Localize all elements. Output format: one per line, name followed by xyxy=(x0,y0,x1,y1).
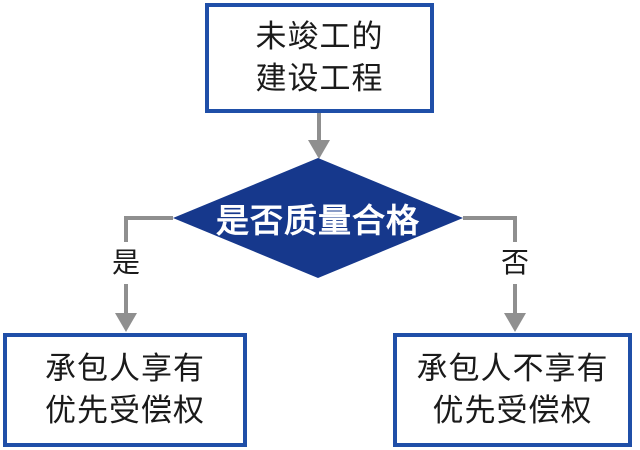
arrow-down-icon xyxy=(504,313,526,332)
node-text-line: 承包人不享有 xyxy=(416,351,609,387)
arrow-down-icon xyxy=(308,140,330,159)
node-text-line: 承包人享有 xyxy=(45,351,205,387)
node-text-line: 未竣工的 xyxy=(255,19,384,55)
branch-label-yes: 是 xyxy=(105,242,147,284)
node-unfinished-construction: 未竣工的 建设工程 xyxy=(205,3,434,113)
branch-label-no: 否 xyxy=(494,242,536,284)
node-text-line: 建设工程 xyxy=(255,61,384,97)
connector-no-horizontal xyxy=(463,216,516,220)
connector-yes-horizontal xyxy=(124,216,173,220)
node-text-line: 优先受偿权 xyxy=(432,393,593,429)
connector-start-to-decision xyxy=(317,113,321,142)
arrow-down-icon xyxy=(115,313,137,332)
node-text-line: 优先受偿权 xyxy=(45,393,205,429)
node-result-no-priority-right: 承包人不享有 优先受偿权 xyxy=(393,333,632,447)
node-decision-quality-qualified: 是否质量合格 xyxy=(173,158,463,278)
node-result-has-priority-right: 承包人享有 优先受偿权 xyxy=(3,333,247,447)
decision-label: 是否质量合格 xyxy=(216,201,420,240)
